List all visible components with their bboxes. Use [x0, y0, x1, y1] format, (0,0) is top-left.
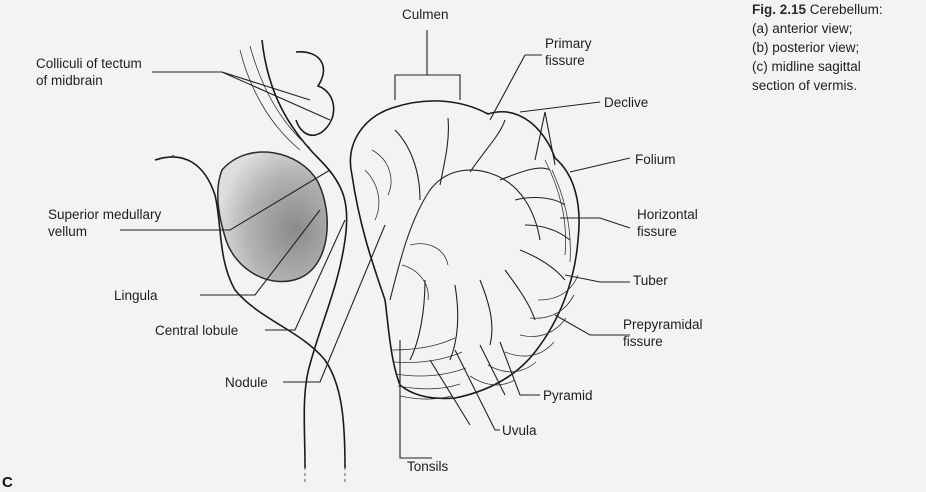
label-nodule: Nodule: [225, 375, 268, 390]
label-prepyramidal-line2: fissure: [623, 334, 663, 349]
panel-letter: C: [2, 474, 13, 491]
label-colliculi-line1: Colliculi of tectum: [36, 56, 142, 71]
colliculi-shape: [295, 51, 335, 136]
figure-title: Cerebellum:: [809, 2, 883, 17]
label-folium: Folium: [635, 152, 676, 167]
label-prepyramidal-line1: Prepyramidal: [623, 317, 703, 332]
cerebellum-outline: [349, 100, 580, 400]
label-primary-fissure-line2: fissure: [545, 53, 585, 68]
figure-number: Fig. 2.15: [752, 2, 807, 17]
label-tonsils: Tonsils: [407, 459, 449, 474]
caption-line-c: (c) midline sagittal: [752, 59, 861, 74]
label-colliculi: Colliculi of tectum of midbrain: [36, 55, 142, 89]
label-colliculi-line2: of midbrain: [36, 73, 103, 88]
label-declive: Declive: [604, 95, 649, 110]
label-central-lobule: Central lobule: [155, 323, 239, 338]
label-superior-medullary-line1: Superior medullary: [48, 207, 162, 222]
arbor-vitae: [364, 117, 571, 361]
brainstem-outline: [154, 39, 348, 469]
label-horizontal-fissure: Horizontal fissure: [637, 206, 698, 240]
caption-line-a: (a) anterior view;: [752, 21, 853, 36]
label-pyramid: Pyramid: [543, 388, 593, 403]
label-uvula: Uvula: [502, 423, 537, 438]
cut-marks: [304, 455, 346, 482]
fourth-ventricle-shading: [216, 151, 328, 283]
label-primary-fissure-line1: Primary: [545, 36, 592, 51]
label-primary-fissure: Primary fissure: [545, 35, 592, 69]
label-superior-medullary-line2: vellum: [48, 224, 88, 239]
label-horizontal-fissure-line1: Horizontal: [637, 207, 698, 222]
label-culmen: Culmen: [402, 7, 449, 22]
caption-line-b: (b) posterior view;: [752, 40, 860, 55]
label-lingula: Lingula: [114, 288, 158, 303]
folia-stripes: [391, 159, 579, 400]
label-superior-medullary-vellum: Superior medullary vellum: [48, 206, 161, 240]
figure-caption: Fig. 2.15 Cerebellum: (a) anterior view;…: [752, 0, 883, 95]
label-horizontal-fissure-line2: fissure: [637, 224, 677, 239]
caption-line-d: section of vermis.: [752, 78, 858, 93]
label-prepyramidal-fissure: Prepyramidal fissure: [623, 316, 703, 350]
leader-lines: [120, 30, 631, 459]
label-tuber: Tuber: [633, 273, 668, 288]
